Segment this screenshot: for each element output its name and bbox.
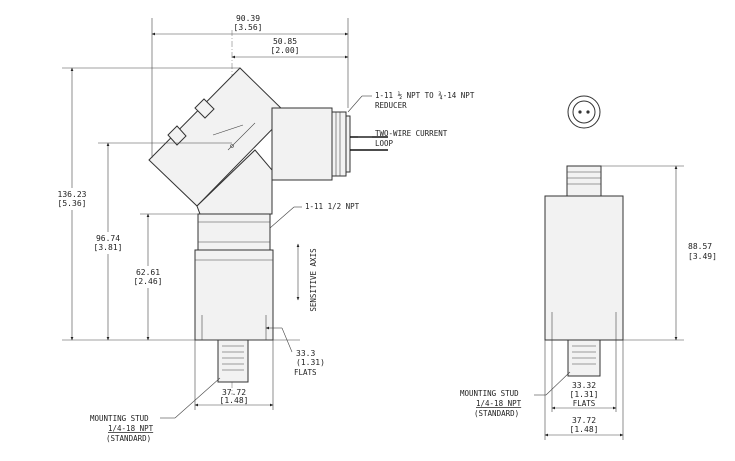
stud-side-label-2: 1/4-18 NPT [476, 399, 522, 408]
sensor-body [194, 249, 274, 341]
stud-side-label-1: MOUNTING STUD [460, 389, 519, 398]
dim-flats-side: 33.32 [1.31] FLATS [551, 340, 617, 412]
loop-label-2: LOOP [375, 139, 394, 148]
connector-top-view [567, 95, 601, 129]
note-mounting-stud-side: MOUNTING STUD 1/4-18 NPT (STANDARD) [460, 371, 571, 418]
side-connector [566, 165, 602, 197]
sensitive-axis-indicator: SENSITIVE AXIS [296, 243, 318, 312]
dim-body-height: 62.61 [2.46] [130, 213, 198, 341]
dim-flats-front: 33.3 (1.31) FLATS [265, 326, 325, 377]
note-mounting-stud-front: MOUNTING STUD 1/4-18 NPT (STANDARD) [90, 377, 221, 443]
stud-front-label-1: MOUNTING STUD [90, 414, 149, 423]
flats-front-mm: 33.3 [296, 349, 315, 358]
overall-width-in: [3.56] [234, 23, 263, 32]
npt-thread-section [197, 213, 271, 251]
side-body [544, 195, 624, 341]
reducer-label-1: 1-11 ½ NPT TO ¾-14 NPT [375, 91, 475, 100]
mounting-stud-front [217, 339, 249, 383]
dim-base-width-front: 37.72 [1.48] [194, 340, 274, 410]
base-width-side-in: [1.48] [570, 425, 599, 434]
housing-height-mm: 96.74 [96, 234, 120, 243]
flats-side-mm: 33.32 [572, 381, 596, 390]
note-thread: 1-11 1/2 NPT [269, 202, 360, 229]
side-view: 88.57 [3.49] 33.32 [1.31] FLATS 37.72 [1… [460, 95, 722, 440]
thread-label: 1-11 1/2 NPT [305, 202, 360, 211]
reducer-label-2: REDUCER [375, 101, 407, 110]
side-height-mm: 88.57 [688, 242, 712, 251]
reducer-offset-mm: 50.85 [273, 37, 297, 46]
sensitive-axis-label: SENSITIVE AXIS [309, 248, 318, 312]
dim-overall-height: 136.23 [5.36] [52, 67, 240, 341]
dim-housing-height: 96.74 [3.81] [90, 142, 232, 341]
overall-width-mm: 90.39 [236, 14, 260, 23]
flats-front-in: (1.31) [296, 358, 325, 367]
dim-side-height: 88.57 [3.49] [601, 165, 722, 341]
base-width-side-mm: 37.72 [572, 416, 596, 425]
body-height-mm: 62.61 [136, 268, 160, 277]
loop-label-1: TWO-WIRE CURRENT [375, 129, 448, 138]
flats-side-word: FLATS [573, 399, 596, 408]
reducer-offset-in: [2.00] [271, 46, 300, 55]
stud-front-label-3: (STANDARD) [106, 434, 151, 443]
base-width-front-mm: 37.72 [222, 388, 246, 397]
overall-height-mm: 136.23 [58, 190, 87, 199]
side-height-in: [3.49] [688, 252, 717, 261]
reducer-fitting [271, 107, 351, 181]
stud-side-label-3: (STANDARD) [474, 409, 519, 418]
housing-height-in: [3.81] [94, 243, 123, 252]
flats-side-in: [1.31] [570, 390, 599, 399]
base-width-front-in: [1.48] [220, 396, 249, 405]
junction-housing [148, 67, 288, 215]
note-current-loop: TWO-WIRE CURRENT LOOP [358, 129, 448, 148]
dim-base-width-side: 37.72 [1.48] [544, 340, 624, 440]
front-view: 90.39 [3.56] 50.85 [2.00] 136.23 [5.36] … [52, 14, 475, 443]
stud-front-label-2: 1/4-18 NPT [108, 424, 154, 433]
dim-overall-width: 90.39 [3.56] [151, 14, 349, 158]
body-height-in: [2.46] [134, 277, 163, 286]
overall-height-in: [5.36] [58, 199, 87, 208]
mounting-stud-side [567, 339, 601, 377]
note-reducer: 1-11 ½ NPT TO ¾-14 NPT REDUCER [347, 91, 475, 113]
dim-reducer-offset: 50.85 [2.00] [231, 37, 349, 59]
flats-front-word: FLATS [294, 368, 317, 377]
